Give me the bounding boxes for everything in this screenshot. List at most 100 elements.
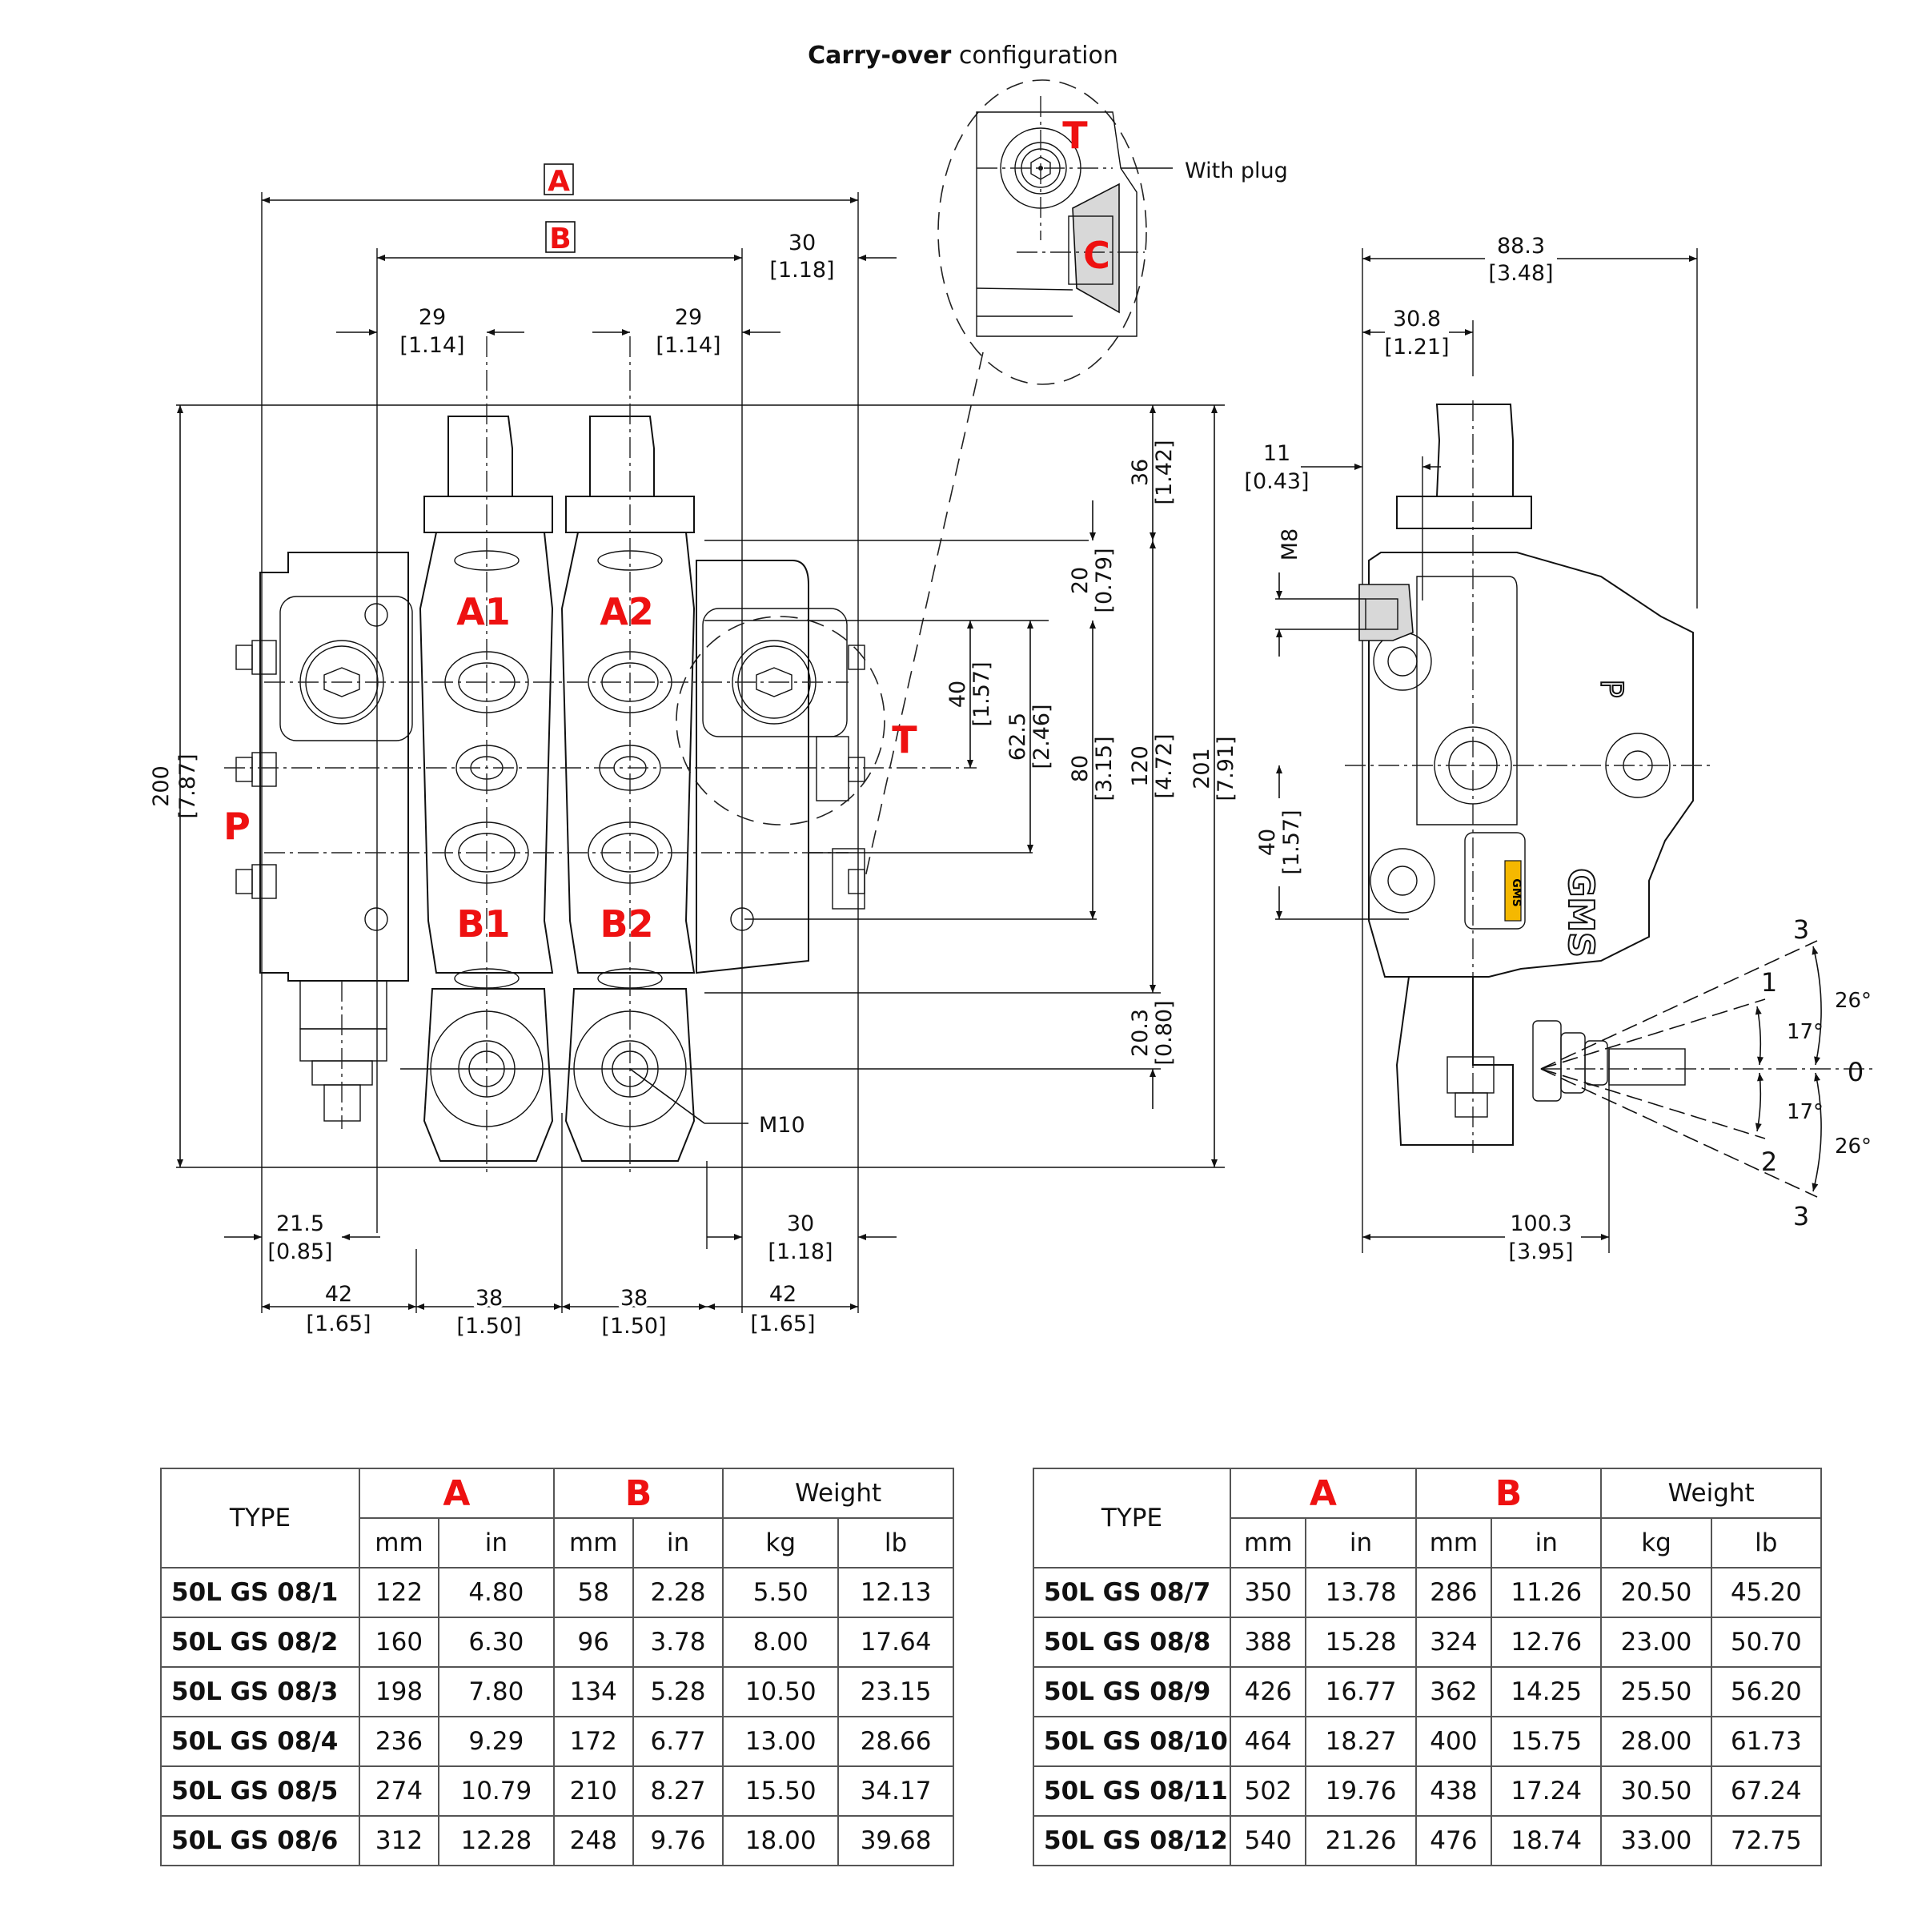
unit-in: in [1491, 1517, 1603, 1568]
side-dim-40-in: [1.57] [1279, 809, 1304, 874]
value-cell: 7.80 [437, 1666, 555, 1717]
value-cell: 12.28 [437, 1815, 555, 1866]
lever-pos-1: 1 [1761, 967, 1777, 998]
value-cell: 34.17 [837, 1765, 954, 1817]
dim-201: 201 [1190, 748, 1214, 789]
value-cell: 5.50 [722, 1567, 840, 1618]
detail-outline [937, 79, 1147, 385]
dim-30-bottom-in: [1.18] [768, 1239, 833, 1264]
gms-badge [1504, 860, 1522, 922]
value-cell: 61.73 [1710, 1716, 1823, 1767]
m10-leader [629, 1068, 705, 1124]
dim-62-5: 62.5 [1005, 713, 1030, 761]
dim-120-in: [4.72] [1152, 733, 1177, 798]
value-cell: 362 [1414, 1666, 1493, 1717]
dim-30-top: 30 [788, 231, 816, 255]
port-label-T-detail: T [1062, 114, 1088, 157]
value-cell: 5.28 [632, 1666, 724, 1717]
value-cell: 6.30 [437, 1617, 555, 1668]
unit-kg: kg [1600, 1517, 1712, 1568]
value-cell: 18.27 [1305, 1716, 1417, 1767]
port-label-P: P [223, 805, 251, 848]
lever-ray-3-bottom [1540, 1068, 1818, 1198]
value-cell: 13.00 [722, 1716, 840, 1767]
dim-200-in: [7.87] [175, 753, 200, 818]
header-A: A [359, 1468, 555, 1519]
value-cell: 324 [1414, 1617, 1493, 1668]
detail-leader [864, 351, 984, 882]
value-cell: 45.20 [1710, 1567, 1823, 1618]
angle-17-bottom: 17° [1787, 1100, 1824, 1124]
detail-view: T C With plug [864, 79, 1288, 882]
value-cell: 10.79 [437, 1765, 555, 1817]
value-cell: 17.64 [837, 1617, 954, 1668]
value-cell: 248 [552, 1815, 634, 1866]
value-cell: 14.25 [1491, 1666, 1603, 1717]
value-cell: 28.66 [837, 1716, 954, 1767]
value-cell: 8.00 [722, 1617, 840, 1668]
unit-in: in [632, 1517, 724, 1568]
type-cell: 50L GS 08/7 [1033, 1567, 1231, 1618]
lever-pos-2: 2 [1761, 1147, 1777, 1177]
type-cell: 50L GS 08/2 [160, 1617, 360, 1668]
gms-logo: GMS [1560, 868, 1601, 958]
dim-40-in: [1.57] [969, 661, 994, 726]
value-cell: 39.68 [837, 1815, 954, 1866]
dim-201-in: [7.91] [1214, 736, 1238, 801]
value-cell: 160 [359, 1617, 439, 1668]
dim-62-5-in: [2.46] [1029, 704, 1054, 769]
type-cell: 50L GS 08/12 [1033, 1815, 1231, 1866]
value-cell: 210 [552, 1765, 634, 1817]
port-label-T: T [892, 718, 917, 761]
value-cell: 6.77 [632, 1716, 724, 1767]
value-cell: 12.76 [1491, 1617, 1603, 1668]
spec-table-left: TYPE A B Weight mm in mm in kg lb 50L GS… [160, 1468, 954, 1866]
type-cell: 50L GS 08/3 [160, 1666, 360, 1717]
value-cell: 2.28 [632, 1567, 724, 1618]
technical-drawing: T C With plug [149, 79, 1873, 1339]
type-cell: 50L GS 08/6 [160, 1815, 360, 1866]
dim-100-3: 100.3 [1510, 1211, 1571, 1236]
dim-38-2: 38 [620, 1286, 648, 1311]
dim-120: 120 [1128, 745, 1153, 787]
value-cell: 274 [359, 1765, 439, 1817]
header-type: TYPE [160, 1468, 360, 1568]
value-cell: 198 [359, 1666, 439, 1717]
lever-ray-3-top [1540, 940, 1818, 1070]
detail-circle [676, 616, 885, 825]
value-cell: 286 [1414, 1567, 1493, 1618]
port-label-B2: B2 [600, 902, 653, 946]
dim-label-B: B [549, 223, 571, 255]
value-cell: 18.00 [722, 1815, 840, 1866]
header-type: TYPE [1033, 1468, 1231, 1568]
lever-pos-3-top: 3 [1793, 914, 1809, 945]
type-cell: 50L GS 08/1 [160, 1567, 360, 1618]
dim-42-left-in: [1.65] [306, 1311, 371, 1336]
angle-26-bottom: 26° [1835, 1135, 1872, 1159]
value-cell: 134 [552, 1666, 634, 1717]
angle-26-top: 26° [1835, 989, 1872, 1013]
dim-42-right: 42 [769, 1282, 796, 1307]
lever-pos-0: 0 [1848, 1057, 1864, 1087]
dim-29-right: 29 [675, 305, 702, 330]
dim-100-3-in: [3.95] [1508, 1239, 1573, 1264]
value-cell: 540 [1229, 1815, 1307, 1866]
unit-in: in [437, 1517, 555, 1568]
dim-80: 80 [1068, 755, 1093, 782]
value-cell: 67.24 [1710, 1765, 1823, 1817]
value-cell: 96 [552, 1617, 634, 1668]
value-cell: 312 [359, 1815, 439, 1866]
value-cell: 33.00 [1600, 1815, 1712, 1866]
drawing-title: Carry-over configuration [0, 42, 1926, 70]
value-cell: 15.75 [1491, 1716, 1603, 1767]
dim-88-3-in: [3.48] [1488, 261, 1553, 286]
dim-30-bottom: 30 [787, 1211, 814, 1236]
value-cell: 15.50 [722, 1765, 840, 1817]
dim-11: 11 [1263, 441, 1290, 466]
unit-lb: lb [837, 1517, 954, 1568]
